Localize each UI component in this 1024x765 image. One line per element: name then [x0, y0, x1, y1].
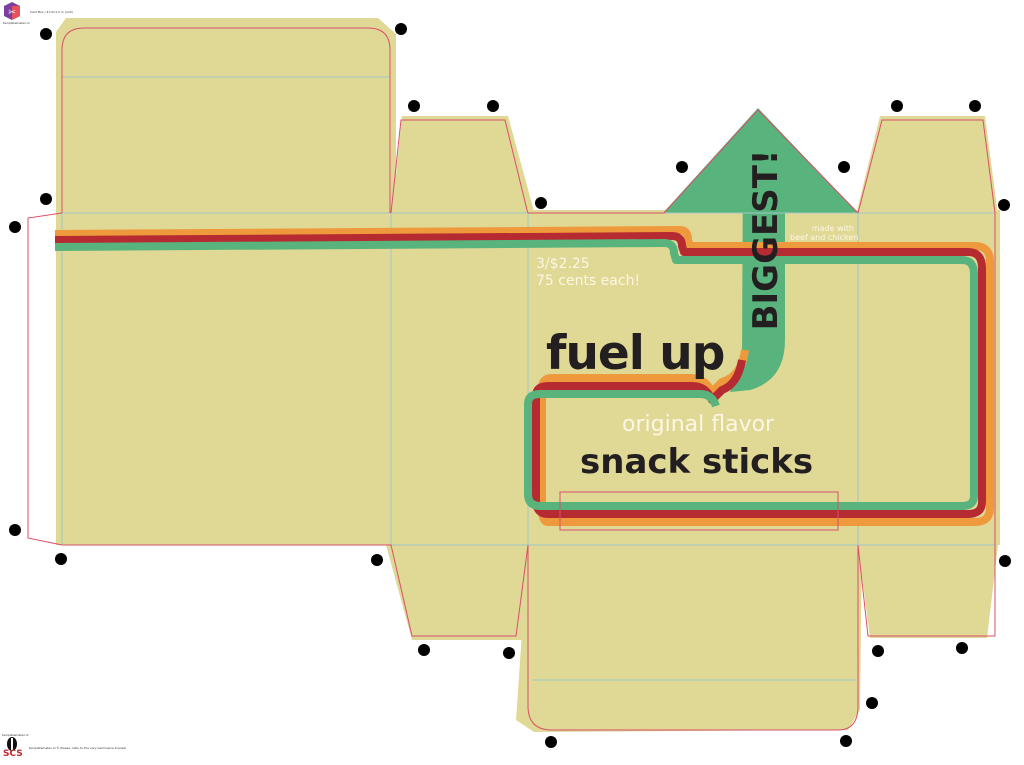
cut-glue-flap — [27, 212, 63, 546]
price-block: 3/$2.25 75 cents each! — [536, 256, 640, 290]
cut-window — [559, 491, 839, 531]
svg-text:✂: ✂ — [8, 8, 16, 18]
headline-fuel-up: fuel up — [546, 326, 725, 381]
scs-crest-icon — [7, 737, 17, 751]
made-with-line-1: made with — [811, 224, 854, 233]
dust-flap-top-left — [392, 116, 535, 215]
cut-dust-tr — [857, 119, 996, 545]
cut-dust-tl — [390, 119, 529, 214]
bottom-panel — [516, 545, 862, 732]
dust-flap-top-right — [856, 116, 998, 215]
dust-flap-bottom-left — [386, 545, 530, 640]
flavor-label: original flavor — [622, 412, 775, 437]
cut-lines — [27, 27, 996, 731]
cut-top-tuck — [61, 27, 391, 77]
footer-brand-logo: SCS — [3, 749, 23, 759]
made-with-line-2: beef and chicken — [790, 233, 859, 242]
footer-brand-caption: templatemaker.nl — [2, 733, 29, 737]
stripe-band — [54, 226, 994, 526]
scissors-hexagon-icon: ✂ — [4, 2, 20, 20]
glue-flap — [56, 215, 62, 545]
made-with-block: made with beef and chicken — [790, 224, 859, 242]
logo-caption: templatemaker.nl — [3, 21, 30, 25]
registration-marks — [9, 23, 1011, 748]
stripe-green — [54, 239, 978, 510]
top-tuck-flap — [56, 18, 396, 215]
product-name: snack sticks — [580, 442, 814, 482]
price-line-1: 3/$2.25 — [536, 256, 590, 272]
cut-top-panel-sides — [61, 77, 391, 213]
cut-bottom-left-edge — [62, 544, 529, 637]
dust-flap-bottom-right — [858, 545, 998, 638]
cut-bottom-panel — [527, 545, 859, 731]
stripe-orange — [54, 226, 994, 526]
cut-dust-br — [857, 544, 996, 637]
license-note: templatemaker.nl © Please, refer to the … — [29, 746, 127, 750]
price-line-2: 75 cents each! — [536, 273, 641, 289]
template-label: Card Box / 4×4×1.5 in (inch) — [30, 10, 74, 14]
burst-tab — [730, 150, 785, 392]
burst-biggest: BIGGEST! — [746, 149, 786, 331]
cut-top-edge-mid — [528, 109, 859, 214]
